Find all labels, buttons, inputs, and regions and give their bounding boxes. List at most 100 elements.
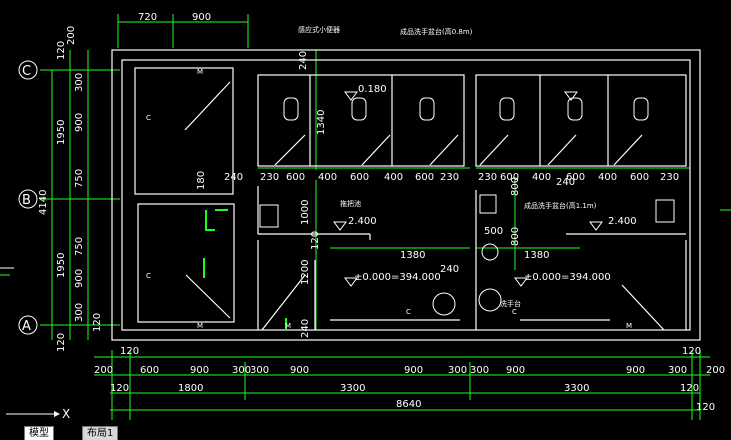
inner-h-400: 400 bbox=[318, 172, 337, 183]
bottom-r2-1: 600 bbox=[140, 365, 159, 376]
bottom-r2-3: 300 bbox=[232, 365, 251, 376]
bottom-r1-120b: 120 bbox=[682, 346, 701, 357]
inner-h-230c: 230 bbox=[478, 172, 497, 183]
room-label-c2: C bbox=[146, 272, 151, 280]
bottom-r3-2: 3300 bbox=[340, 383, 365, 394]
top-dim-900: 900 bbox=[192, 12, 211, 23]
inner-h-230: 230 bbox=[260, 172, 279, 183]
bottom-r3-3: 3300 bbox=[564, 383, 589, 394]
door-label-m4: M bbox=[626, 322, 632, 330]
bottom-r2-11: 300 bbox=[668, 365, 687, 376]
bottom-r2-9: 900 bbox=[506, 365, 525, 376]
inner-h-600e: 600 bbox=[566, 172, 585, 183]
ucs-axis-icon: X bbox=[6, 407, 70, 421]
inner-v-240: 240 bbox=[298, 51, 309, 70]
zero-elev-b: ±0.000=394.000 bbox=[524, 272, 611, 283]
elevation-markers bbox=[333, 91, 603, 287]
inner-horizontal-dims: 240 230 600 400 600 400 600 230 230 600 … bbox=[224, 172, 679, 275]
left-dim-750b: 750 bbox=[74, 237, 85, 256]
note-handwash: 洗手台 bbox=[500, 299, 521, 308]
left-dim-750: 750 bbox=[74, 169, 85, 188]
bottom-r3-1: 1800 bbox=[178, 383, 203, 394]
note-urinal: 感应式小便器 bbox=[298, 25, 340, 34]
grid-axis-markers bbox=[18, 60, 38, 335]
tab-model[interactable]: 模型 bbox=[24, 426, 54, 440]
axis-x-label: X bbox=[62, 407, 70, 421]
elev-0180: 0.180 bbox=[358, 84, 387, 95]
inner-h-400d: 400 bbox=[598, 172, 617, 183]
left-dim-120b: 120 bbox=[56, 333, 67, 352]
room-label-c4: C bbox=[512, 308, 517, 316]
grid-label-a: A bbox=[22, 319, 31, 334]
inner-v-120: 120 bbox=[310, 231, 321, 250]
elev-2400-b: 2.400 bbox=[608, 216, 637, 227]
left-dim-900: 900 bbox=[74, 113, 85, 132]
inner-v-1000: 1000 bbox=[300, 200, 311, 225]
note-wash-11: 成品洗手盆台(高1.1m) bbox=[524, 201, 597, 210]
inner-h-240c: 240 bbox=[556, 177, 575, 188]
inner-v-800b: 800 bbox=[510, 227, 521, 246]
inner-h-1380b: 1380 bbox=[524, 250, 549, 261]
left-dim-900b: 900 bbox=[74, 269, 85, 288]
bottom-r2-6: 900 bbox=[404, 365, 423, 376]
bottom-r3-0: 120 bbox=[110, 383, 129, 394]
top-dim-720: 720 bbox=[138, 12, 157, 23]
left-dimensions: 200 120 300 900 1950 750 4140 750 1950 9… bbox=[38, 26, 103, 352]
left-dim-120c: 120 bbox=[92, 313, 103, 332]
inner-h-400c: 400 bbox=[532, 172, 551, 183]
inner-v-500: 500 bbox=[484, 226, 503, 237]
elev-2400-a: 2.400 bbox=[348, 216, 377, 227]
left-dim-1950: 1950 bbox=[56, 120, 67, 145]
note-wash-08: 成品洗手盆台(高0.8m) bbox=[400, 27, 473, 36]
bottom-r1-120a: 120 bbox=[120, 346, 139, 357]
door-label-m2: M bbox=[197, 322, 203, 330]
door-label-m1: M bbox=[197, 68, 203, 76]
inner-h-400b: 400 bbox=[384, 172, 403, 183]
room-label-c1: C bbox=[146, 114, 151, 122]
left-dim-4140: 4140 bbox=[38, 190, 49, 215]
inner-h-240b: 240 bbox=[440, 264, 459, 275]
inner-h-600: 600 bbox=[286, 172, 305, 183]
building-walls bbox=[111, 49, 701, 341]
toilet-fixtures bbox=[259, 97, 675, 316]
dimension-lines bbox=[0, 14, 731, 420]
inner-v-240b: 240 bbox=[300, 319, 311, 338]
left-dim-120: 120 bbox=[56, 41, 67, 60]
left-dim-300: 300 bbox=[74, 73, 85, 92]
left-dim-1950b: 1950 bbox=[56, 253, 67, 278]
bottom-r2-0: 200 bbox=[94, 365, 113, 376]
inner-h-1380: 1380 bbox=[400, 250, 425, 261]
bottom-r2-8: 300 bbox=[470, 365, 489, 376]
inner-h-600b: 600 bbox=[350, 172, 369, 183]
inner-v-180: 180 bbox=[196, 171, 207, 190]
inner-vertical-dims: 240 1340 180 1000 1200 120 240 800 500 8… bbox=[196, 51, 521, 338]
grid-label-b: B bbox=[22, 193, 31, 208]
note-mop: 拖把池 bbox=[340, 199, 361, 208]
bottom-total: 8640 bbox=[396, 399, 421, 410]
inner-h-230d: 230 bbox=[660, 172, 679, 183]
room-label-c3: C bbox=[406, 308, 411, 316]
bottom-r3-4: 120 bbox=[680, 383, 699, 394]
tab-layout1[interactable]: 布局1 bbox=[82, 426, 119, 440]
green-accents bbox=[203, 209, 287, 330]
inner-v-800: 800 bbox=[510, 177, 521, 196]
inner-h-600d: 600 bbox=[500, 172, 519, 183]
inner-h-600c: 600 bbox=[415, 172, 434, 183]
inner-h-230b: 230 bbox=[440, 172, 459, 183]
inner-h-600f: 600 bbox=[630, 172, 649, 183]
inner-v-1340: 1340 bbox=[316, 110, 327, 135]
zero-elev-a: ±0.000=394.000 bbox=[354, 272, 441, 283]
bottom-r2-4: 300 bbox=[250, 365, 269, 376]
annotations: 感应式小便器 成品洗手盆台(高0.8m) 0.180 2.400 2.400 ±… bbox=[146, 25, 637, 330]
bottom-r2-5: 900 bbox=[290, 365, 309, 376]
bottom-dimensions: 120 120 200 600 900 300 300 900 900 300 … bbox=[94, 346, 725, 413]
bottom-r2-12: 200 bbox=[706, 365, 725, 376]
left-dim-200: 200 bbox=[66, 26, 77, 45]
bottom-r2-2: 900 bbox=[190, 365, 209, 376]
inner-h-240: 240 bbox=[224, 172, 243, 183]
inner-v-1200: 1200 bbox=[300, 260, 311, 285]
layout-tabs: 模型 布局1 bbox=[0, 424, 731, 440]
bottom-r2-10: 900 bbox=[626, 365, 645, 376]
bottom-end-120: 120 bbox=[696, 402, 715, 413]
